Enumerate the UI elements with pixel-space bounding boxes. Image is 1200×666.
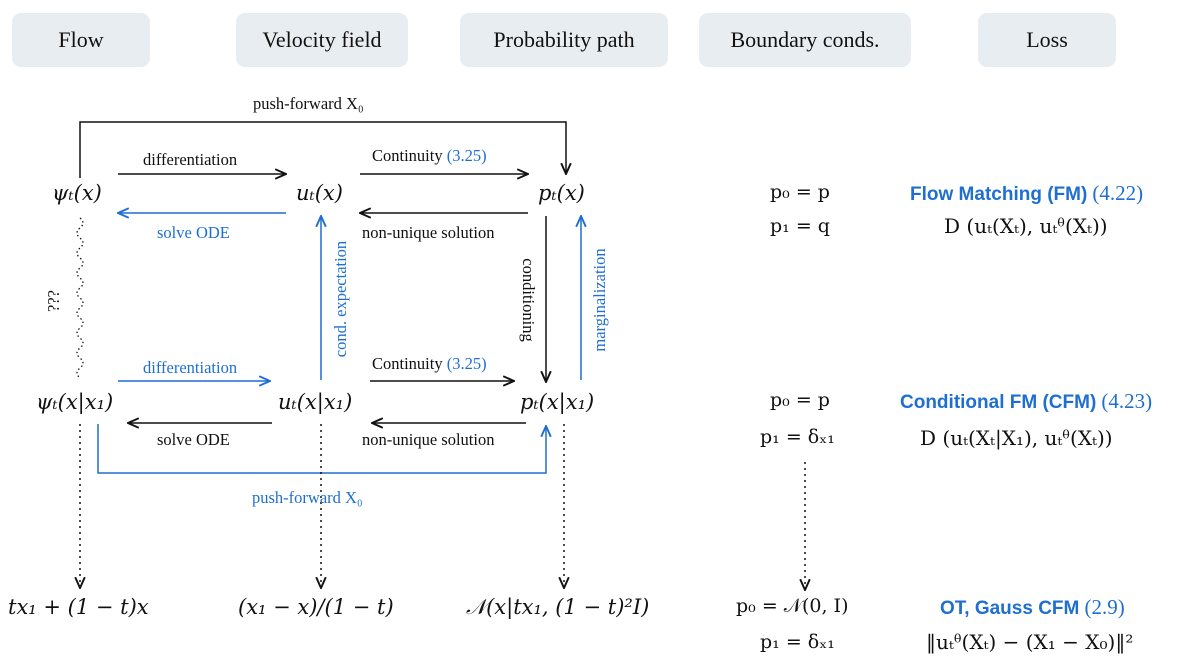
continuity-top-text: Continuity <box>372 146 443 165</box>
node-p-x: pₜ(x) <box>538 181 585 205</box>
marginalization-label: marginalization <box>590 248 609 352</box>
continuity-bottom-text: Continuity <box>372 354 443 373</box>
loss-row2-title: Conditional FM (CFM) (4.23) <box>900 389 1153 413</box>
loss-row2-ref: (4.23) <box>1101 389 1153 413</box>
push-forward-top-label: push-forward X₀ <box>253 94 364 113</box>
solve-ode-bottom-label: solve ODE <box>157 430 230 449</box>
bc-row2-p0: p₀ = p <box>770 389 830 411</box>
node-u-cond: uₜ(x|x₁) <box>278 390 353 414</box>
bc-row1-p0: p₀ = p <box>770 181 830 203</box>
bc-row2-p1: p₁ = δₓ₁ <box>760 426 835 448</box>
continuity-bottom-label: Continuity (3.25) <box>372 354 487 373</box>
non-unique-top-label: non-unique solution <box>362 223 495 242</box>
loss-row2-name: Conditional FM (CFM) <box>900 392 1097 413</box>
loss-row3-name: OT, Gauss CFM <box>940 598 1080 619</box>
loss-row1-ref: (4.22) <box>1092 181 1144 205</box>
node-psi-cond: ψₜ(x|x₁) <box>36 390 114 414</box>
unknown-squiggle <box>76 217 84 379</box>
differentiation-top-label: differentiation <box>143 150 238 169</box>
header-boundary-conds: Boundary conds. <box>699 13 911 67</box>
header-probability-path: Probability path <box>460 13 668 67</box>
node-p-cond: pₜ(x|x₁) <box>520 390 595 414</box>
node-path-ot: 𝒩(x|tx₁, (1 − t)²I) <box>466 595 650 619</box>
continuity-bottom-ref: (3.25) <box>446 354 487 373</box>
bc-row3-p1: p₁ = δₓ₁ <box>760 631 835 653</box>
header-loss: Loss <box>978 13 1116 67</box>
non-unique-bottom-label: non-unique solution <box>362 430 495 449</box>
continuity-top-label: Continuity (3.25) <box>372 146 487 165</box>
conditioning-label: conditioning <box>519 258 538 342</box>
unknown-label: ??? <box>44 290 63 312</box>
loss-row3-ref: (2.9) <box>1084 595 1125 619</box>
loss-row1-name: Flow Matching (FM) <box>910 184 1088 205</box>
loss-row2-expression: D (uₜ(Xₜ|X₁), uₜᶿ(Xₜ)) <box>920 426 1113 450</box>
bc-row1-p1: p₁ = q <box>770 215 830 237</box>
header-flow: Flow <box>12 13 150 67</box>
cond-expectation-label: cond. expectation <box>331 240 350 358</box>
node-velocity-ot: (x₁ − x)/(1 − t) <box>238 595 394 619</box>
node-psi-x: ψₜ(x) <box>52 181 102 205</box>
push-forward-bottom-arrow <box>97 424 546 474</box>
header-velocity-field: Velocity field <box>236 13 408 67</box>
push-forward-top-arrow <box>79 121 566 178</box>
loss-row1-expression: D (uₜ(Xₜ), uₜᶿ(Xₜ)) <box>944 214 1108 238</box>
node-u-x: uₜ(x) <box>296 181 343 205</box>
push-forward-bottom-label: push-forward X₀ <box>252 488 363 507</box>
bc-row3-p0: p₀ = 𝒩(0, I) <box>736 595 849 617</box>
loss-row3-title: OT, Gauss CFM (2.9) <box>940 595 1125 619</box>
differentiation-bottom-label: differentiation <box>143 358 238 377</box>
loss-row1-title: Flow Matching (FM) (4.22) <box>910 181 1144 205</box>
solve-ode-top-label: solve ODE <box>157 223 230 242</box>
node-flow-ot: tx₁ + (1 − t)x <box>8 595 149 619</box>
continuity-top-ref: (3.25) <box>446 146 487 165</box>
loss-row3-expression: ‖uₜᶿ(Xₜ) − (X₁ − X₀)‖² <box>926 630 1134 654</box>
